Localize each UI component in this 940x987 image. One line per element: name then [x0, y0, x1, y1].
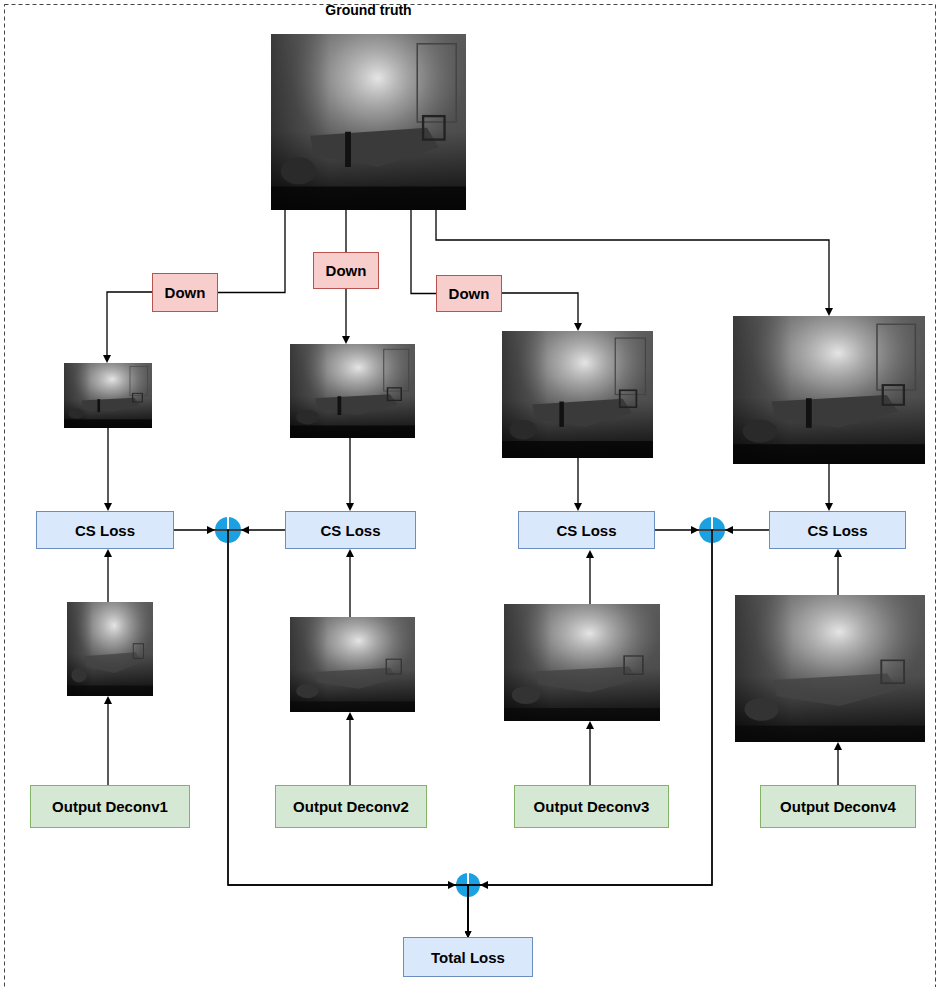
- node-label: CS Loss: [75, 522, 135, 539]
- output-box: Output Deconv1: [30, 785, 190, 828]
- connector: [345, 210, 346, 252]
- downsample-box: Down: [436, 275, 502, 312]
- connector: [468, 530, 769, 937]
- node-label: CS Loss: [556, 522, 616, 539]
- node-label: Down: [165, 284, 206, 301]
- node-label: Total Loss: [431, 949, 505, 966]
- connector: [411, 210, 436, 294]
- loss-box: CS Loss: [36, 511, 174, 549]
- node-label: Output Deconv3: [534, 798, 650, 815]
- connector: [468, 530, 712, 937]
- node-label: Ground truth: [325, 2, 411, 18]
- node-label: CS Loss: [807, 522, 867, 539]
- downsample-box: Down: [152, 273, 218, 312]
- image-node: Ground truth: [271, 2, 466, 210]
- output-box: Output Deconv4: [760, 785, 916, 828]
- downsample-box: Down: [313, 252, 379, 289]
- loss-box: CS Loss: [518, 511, 655, 549]
- node-label: Output Deconv1: [52, 798, 168, 815]
- node-label: Output Deconv4: [780, 798, 896, 815]
- output-box: Output Deconv3: [514, 785, 669, 828]
- output-box: Output Deconv2: [275, 785, 427, 828]
- connector: [218, 210, 285, 293]
- loss-box: Total Loss: [403, 937, 533, 977]
- loss-box: CS Loss: [769, 511, 906, 549]
- loss-box: CS Loss: [285, 511, 416, 549]
- connector: [174, 530, 468, 937]
- node-label: Down: [326, 262, 367, 279]
- node-label: Output Deconv2: [293, 798, 409, 815]
- node-label: CS Loss: [320, 522, 380, 539]
- connector: [228, 530, 468, 937]
- node-label: Down: [449, 285, 490, 302]
